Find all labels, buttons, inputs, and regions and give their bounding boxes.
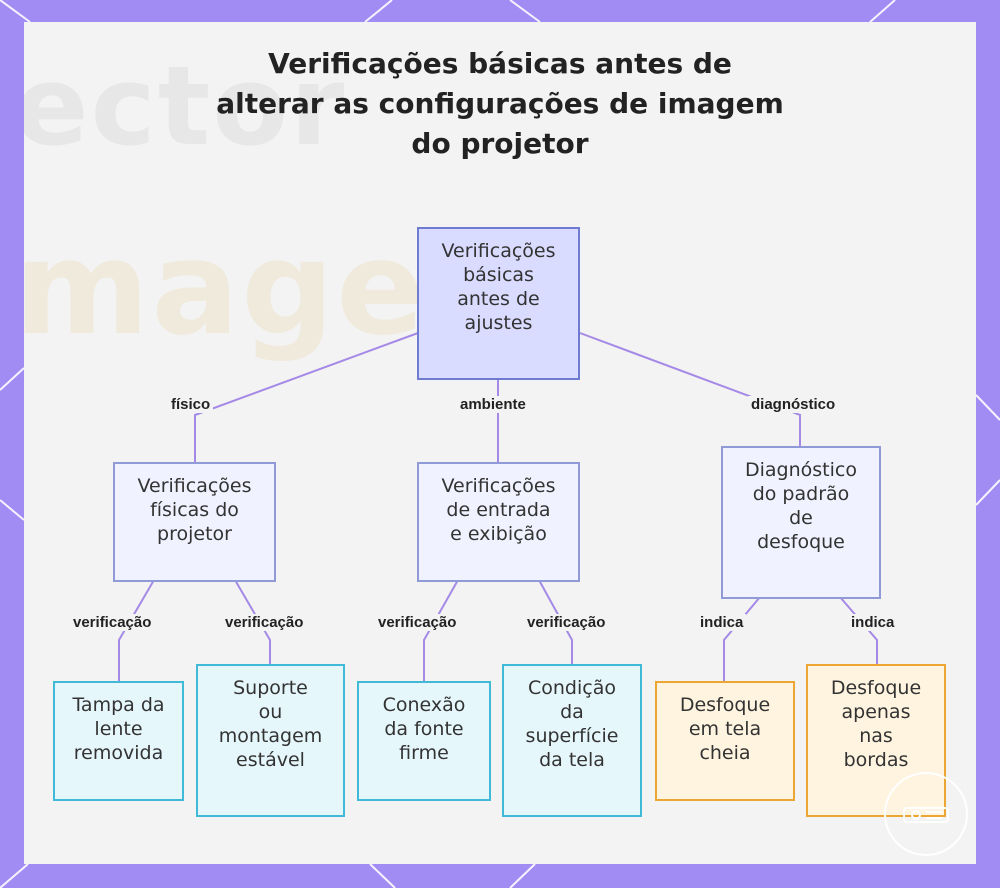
node-input-display-checks: Verificações de entrada e exibição bbox=[417, 462, 580, 582]
node-physical-checks: Verificações físicas do projetor bbox=[113, 462, 276, 582]
edge-label-mount: verificação bbox=[222, 614, 307, 631]
node-full-screen-blur: Desfoque em tela cheia bbox=[655, 681, 795, 801]
edge-label-source: verificação bbox=[375, 614, 460, 631]
edge-label-physical: físico bbox=[168, 396, 214, 413]
edge-physical-lens bbox=[118, 579, 155, 682]
edge-label-screen: verificação bbox=[524, 614, 609, 631]
edge-root-physical bbox=[194, 332, 419, 463]
node-blur-diagnosis: Diagnóstico do padrão de desfoque bbox=[721, 446, 881, 599]
edge-input-screen bbox=[538, 579, 573, 665]
edge-label-input: ambiente bbox=[457, 396, 529, 413]
edge-physical-mount bbox=[234, 579, 271, 665]
edge-label-full-blur: indica bbox=[697, 614, 747, 631]
node-mount: Suporte ou montagem estável bbox=[196, 664, 345, 817]
node-lens-cap: Tampa da lente removida bbox=[53, 681, 184, 801]
title-line-2: alterar as configurações de imagem bbox=[216, 87, 784, 120]
edge-root-diagnostic bbox=[579, 332, 801, 447]
background-word-2: mage bbox=[24, 212, 427, 364]
edge-label-diagnostic: diagnóstico bbox=[748, 396, 839, 413]
node-source-connection: Conexão da fonte firme bbox=[357, 681, 491, 801]
edge-diag-full bbox=[723, 596, 761, 682]
node-screen-surface: Condição da superfície da tela bbox=[502, 664, 642, 817]
edge-input-source bbox=[423, 579, 459, 682]
edge-diag-edge bbox=[839, 596, 878, 665]
title-line-3: do projetor bbox=[411, 127, 589, 160]
title-line-1: Verificações básicas antes de bbox=[268, 47, 732, 80]
node-root: Verificações básicas antes de ajustes bbox=[417, 227, 580, 380]
edge-label-edge-blur: indica bbox=[848, 614, 898, 631]
projector-icon bbox=[903, 807, 949, 823]
projector-logo bbox=[884, 772, 968, 856]
diagram-title: Verificações básicas antes de alterar as… bbox=[0, 44, 1000, 164]
edge-label-lens: verificação bbox=[70, 614, 155, 631]
background-word-1: ector bbox=[24, 42, 347, 170]
